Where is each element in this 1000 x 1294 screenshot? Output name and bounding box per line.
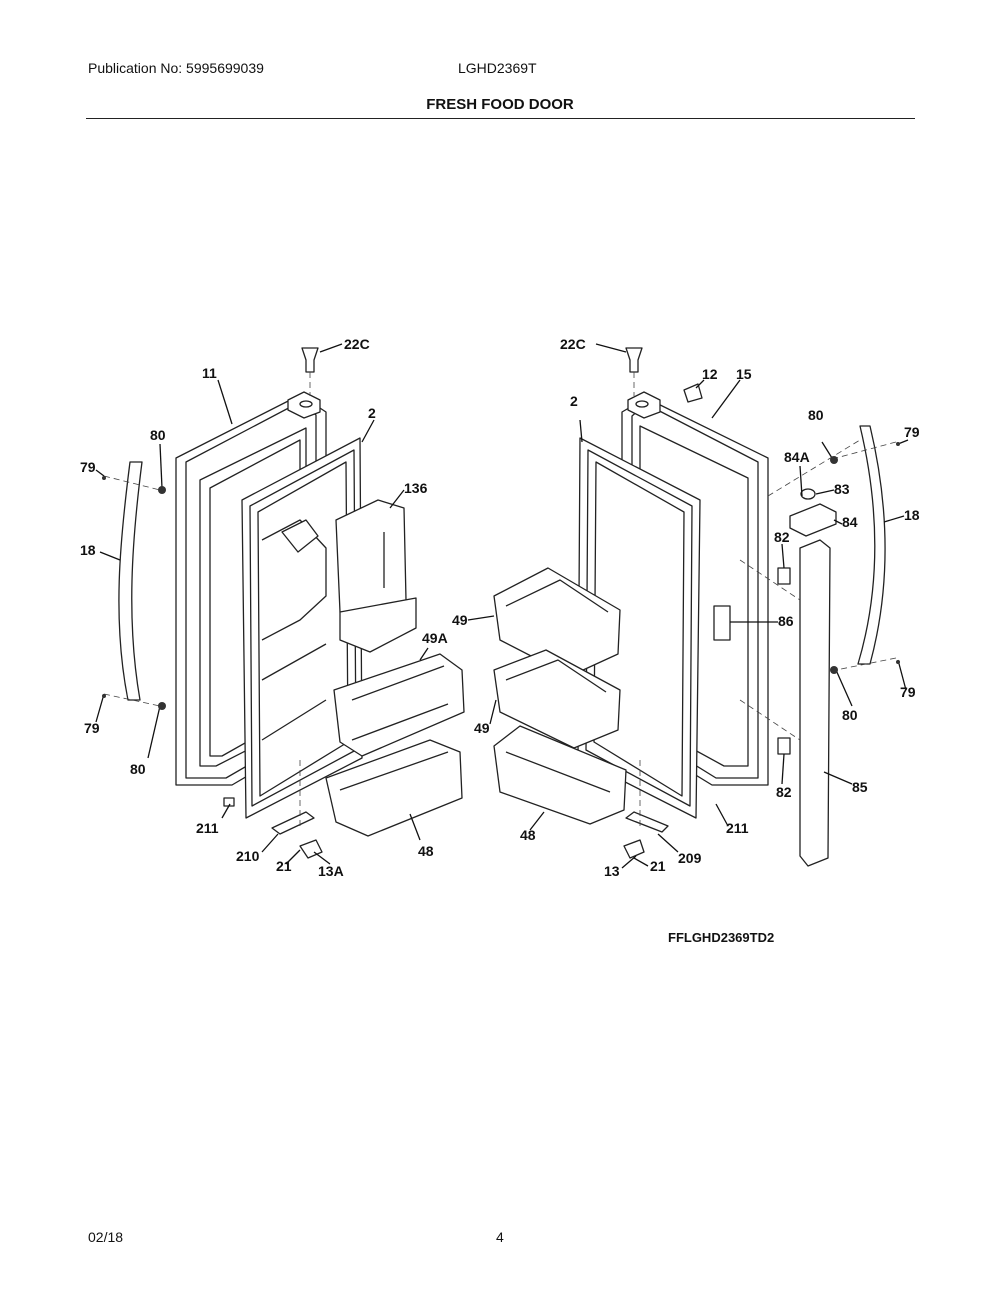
callout: 13A	[318, 863, 344, 879]
callout: 82	[776, 784, 792, 800]
callout: 79	[900, 684, 916, 700]
callout-labels: 22C 11 2 80 79 18 136 49A 79 80 211 210 …	[80, 336, 920, 879]
callout: 84	[842, 514, 858, 530]
callout: 82	[774, 529, 790, 545]
callout: 11	[202, 365, 217, 381]
right-mullion-85	[799, 539, 831, 867]
callout: 84A	[784, 449, 810, 465]
left-hinge-210	[271, 811, 323, 859]
leader-lines	[95, 343, 909, 869]
callout: 49	[474, 720, 490, 736]
right-hinge-209	[623, 811, 669, 859]
callout: 49	[452, 612, 468, 628]
figure-code: FFLGHD2369TD2	[668, 930, 775, 945]
left-bin-49a	[333, 653, 465, 757]
left-door-hinge-cap	[287, 391, 321, 419]
callout: 85	[852, 779, 868, 795]
callout: 49A	[422, 630, 448, 646]
header-rule	[86, 118, 915, 119]
callout: 80	[808, 407, 824, 423]
callout: 15	[736, 366, 752, 382]
callout: 18	[904, 507, 920, 523]
right-bin-48	[493, 725, 627, 825]
callout: 79	[904, 424, 920, 440]
right-bin-49-top	[493, 567, 621, 677]
model-number: LGHD2369T	[458, 60, 537, 76]
callout: 12	[702, 366, 718, 382]
callout: 209	[678, 850, 702, 866]
left-door-liner	[261, 519, 327, 741]
right-handle-18	[857, 425, 886, 665]
bushing-22c	[301, 347, 643, 373]
left-ice-chute-136	[335, 499, 417, 653]
callout: 86	[778, 613, 794, 629]
callout: 21	[276, 858, 292, 874]
callout: 79	[84, 720, 100, 736]
callout: 22C	[560, 336, 586, 352]
callout: 211	[196, 820, 219, 836]
callout: 18	[80, 542, 96, 558]
guide-82	[777, 567, 791, 755]
left-bin-48	[325, 739, 463, 837]
callout: 83	[834, 481, 850, 497]
section-title: FRESH FOOD DOOR	[426, 96, 574, 113]
callout: 80	[130, 761, 146, 777]
callout: 48	[520, 827, 536, 843]
label-12	[683, 383, 703, 403]
callout: 48	[418, 843, 434, 859]
right-bin-49-bottom	[493, 649, 621, 749]
callout: 22C	[344, 336, 370, 352]
callout: 80	[842, 707, 858, 723]
callout: 21	[650, 858, 666, 874]
callout: 136	[404, 480, 428, 496]
right-door-hinge-cap	[627, 391, 661, 419]
page-number: 4	[496, 1229, 504, 1245]
callout: 210	[236, 848, 260, 864]
switch-86	[713, 605, 731, 641]
left-handle-18	[118, 461, 143, 701]
callout: 79	[80, 459, 96, 475]
callout: 80	[150, 427, 166, 443]
callout: 13	[604, 863, 620, 879]
footer-date: 02/18	[88, 1229, 124, 1245]
mullion-hinge-84	[789, 488, 837, 537]
callout: 2	[368, 405, 376, 421]
fasteners	[102, 442, 900, 710]
callout: 2	[570, 393, 578, 409]
callout: 211	[726, 820, 749, 836]
publication-number: Publication No: 5995699039	[88, 60, 264, 76]
alignment-lines	[103, 372, 897, 830]
